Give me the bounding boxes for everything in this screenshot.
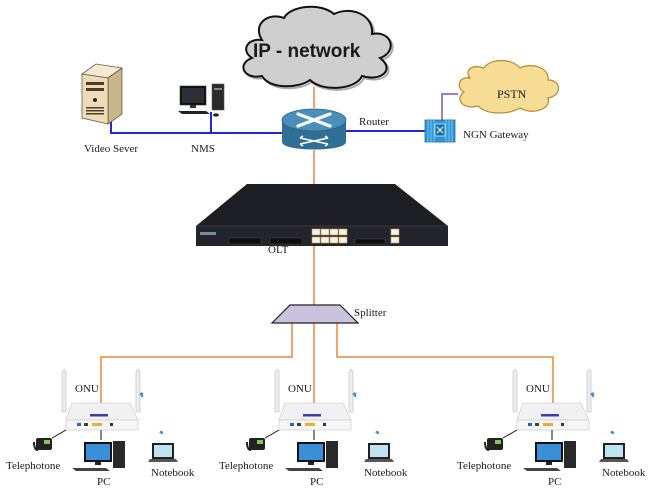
onu-label: ONU <box>288 383 312 395</box>
notebook-label: Notebook <box>602 467 646 479</box>
subscriber-1: ONU Telephotone PC Notebook <box>6 368 195 488</box>
telephone-icon <box>246 438 265 451</box>
links <box>100 87 554 405</box>
ip-network-cloud: IP - network <box>242 5 394 91</box>
wifi-icon <box>590 392 595 398</box>
onu-icon <box>274 368 354 431</box>
video-server: Video Sever <box>80 63 138 155</box>
telephone-icon <box>33 438 52 451</box>
video-server-label: Video Sever <box>84 143 138 155</box>
gateway-icon <box>424 119 456 143</box>
link-ngn-gateway-pstn <box>441 93 458 120</box>
splitter-label: Splitter <box>354 307 387 319</box>
ngn-gateway: NGN Gateway <box>424 119 529 143</box>
pstn-cloud: PSTN <box>458 59 560 114</box>
link-splitter-onu-3 <box>336 322 554 405</box>
splitter: Splitter <box>270 304 387 324</box>
router-icon <box>281 108 347 150</box>
olt-chassis-icon <box>196 184 448 246</box>
wifi-icon <box>352 392 357 398</box>
nms-label: NMS <box>191 143 215 155</box>
pc-icon <box>72 441 125 471</box>
server-icon <box>80 63 124 125</box>
link-splitter-onu-1 <box>100 322 293 405</box>
pc-icon <box>285 441 338 471</box>
wifi-icon <box>139 392 144 398</box>
notebook-icon <box>364 430 394 462</box>
subscriber-2: ONU Telephotone PC Notebook <box>219 368 408 488</box>
pc-icon <box>523 441 576 471</box>
notebook-icon <box>599 430 629 462</box>
notebook-label: Notebook <box>364 467 408 479</box>
workstation-icon <box>178 83 225 117</box>
splitter-icon <box>270 304 360 324</box>
onu-icon <box>61 368 141 431</box>
router-label: Router <box>359 116 389 128</box>
telephone-label: Telephotone <box>6 460 60 472</box>
olt: OLT <box>196 184 448 256</box>
pc-label: PC <box>310 476 323 488</box>
link-video-server-router <box>110 121 282 134</box>
nms: NMS <box>178 83 225 155</box>
onu-icon <box>512 368 592 431</box>
notebook-label: Notebook <box>151 467 195 479</box>
olt-label: OLT <box>268 244 289 256</box>
ngn-gateway-label: NGN Gateway <box>463 129 529 141</box>
telephone-label: Telephotone <box>219 460 273 472</box>
pc-label: PC <box>548 476 561 488</box>
onu-label: ONU <box>75 383 99 395</box>
router: Router <box>281 108 389 150</box>
ip-network-label: IP - network <box>253 41 361 62</box>
telephone-icon <box>484 438 503 451</box>
pc-label: PC <box>97 476 110 488</box>
telephone-label: Telephotone <box>457 460 511 472</box>
onu-label: ONU <box>526 383 550 395</box>
pstn-label: PSTN <box>497 87 527 101</box>
notebook-icon <box>148 430 178 462</box>
subscriber-3: ONU Telephotone PC Notebook <box>457 368 646 488</box>
